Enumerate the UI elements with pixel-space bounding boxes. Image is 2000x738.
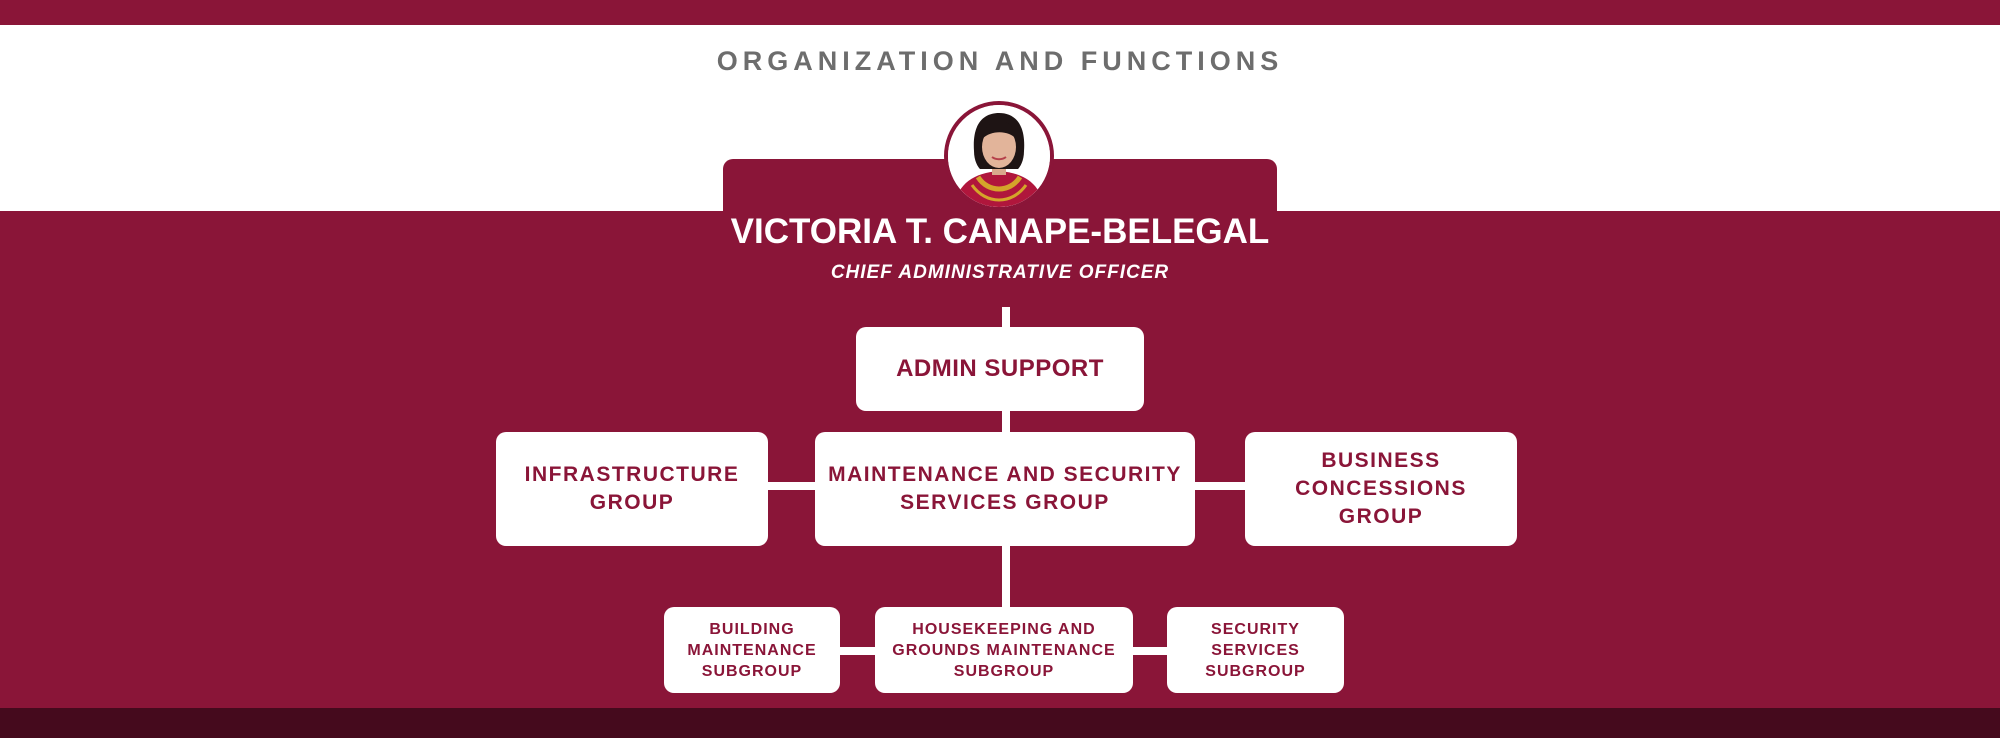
head-name: VICTORIA T. CANAPE-BELEGAL (730, 212, 1270, 251)
footer-bar (0, 708, 2000, 738)
top-bar (0, 0, 2000, 25)
business-concessions-group-box: BUSINESS CONCESSIONS GROUP (1245, 432, 1517, 546)
admin-support-box: ADMIN SUPPORT (856, 327, 1144, 411)
maintenance-security-group-box: MAINTENANCE AND SECURITY SERVICES GROUP (815, 432, 1195, 546)
infrastructure-group-box: INFRASTRUCTURE GROUP (496, 432, 768, 546)
portrait-image (948, 105, 1050, 207)
page-title: ORGANIZATION AND FUNCTIONS (716, 46, 1284, 76)
housekeeping-grounds-subgroup-box: HOUSEKEEPING AND GROUNDS MAINTENANCE SUB… (875, 607, 1133, 693)
head-avatar (944, 101, 1054, 211)
head-role: CHIEF ADMINISTRATIVE OFFICER (830, 262, 1170, 283)
building-maintenance-subgroup-box: BUILDING MAINTENANCE SUBGROUP (664, 607, 840, 693)
security-services-subgroup-box: SECURITY SERVICES SUBGROUP (1167, 607, 1344, 693)
